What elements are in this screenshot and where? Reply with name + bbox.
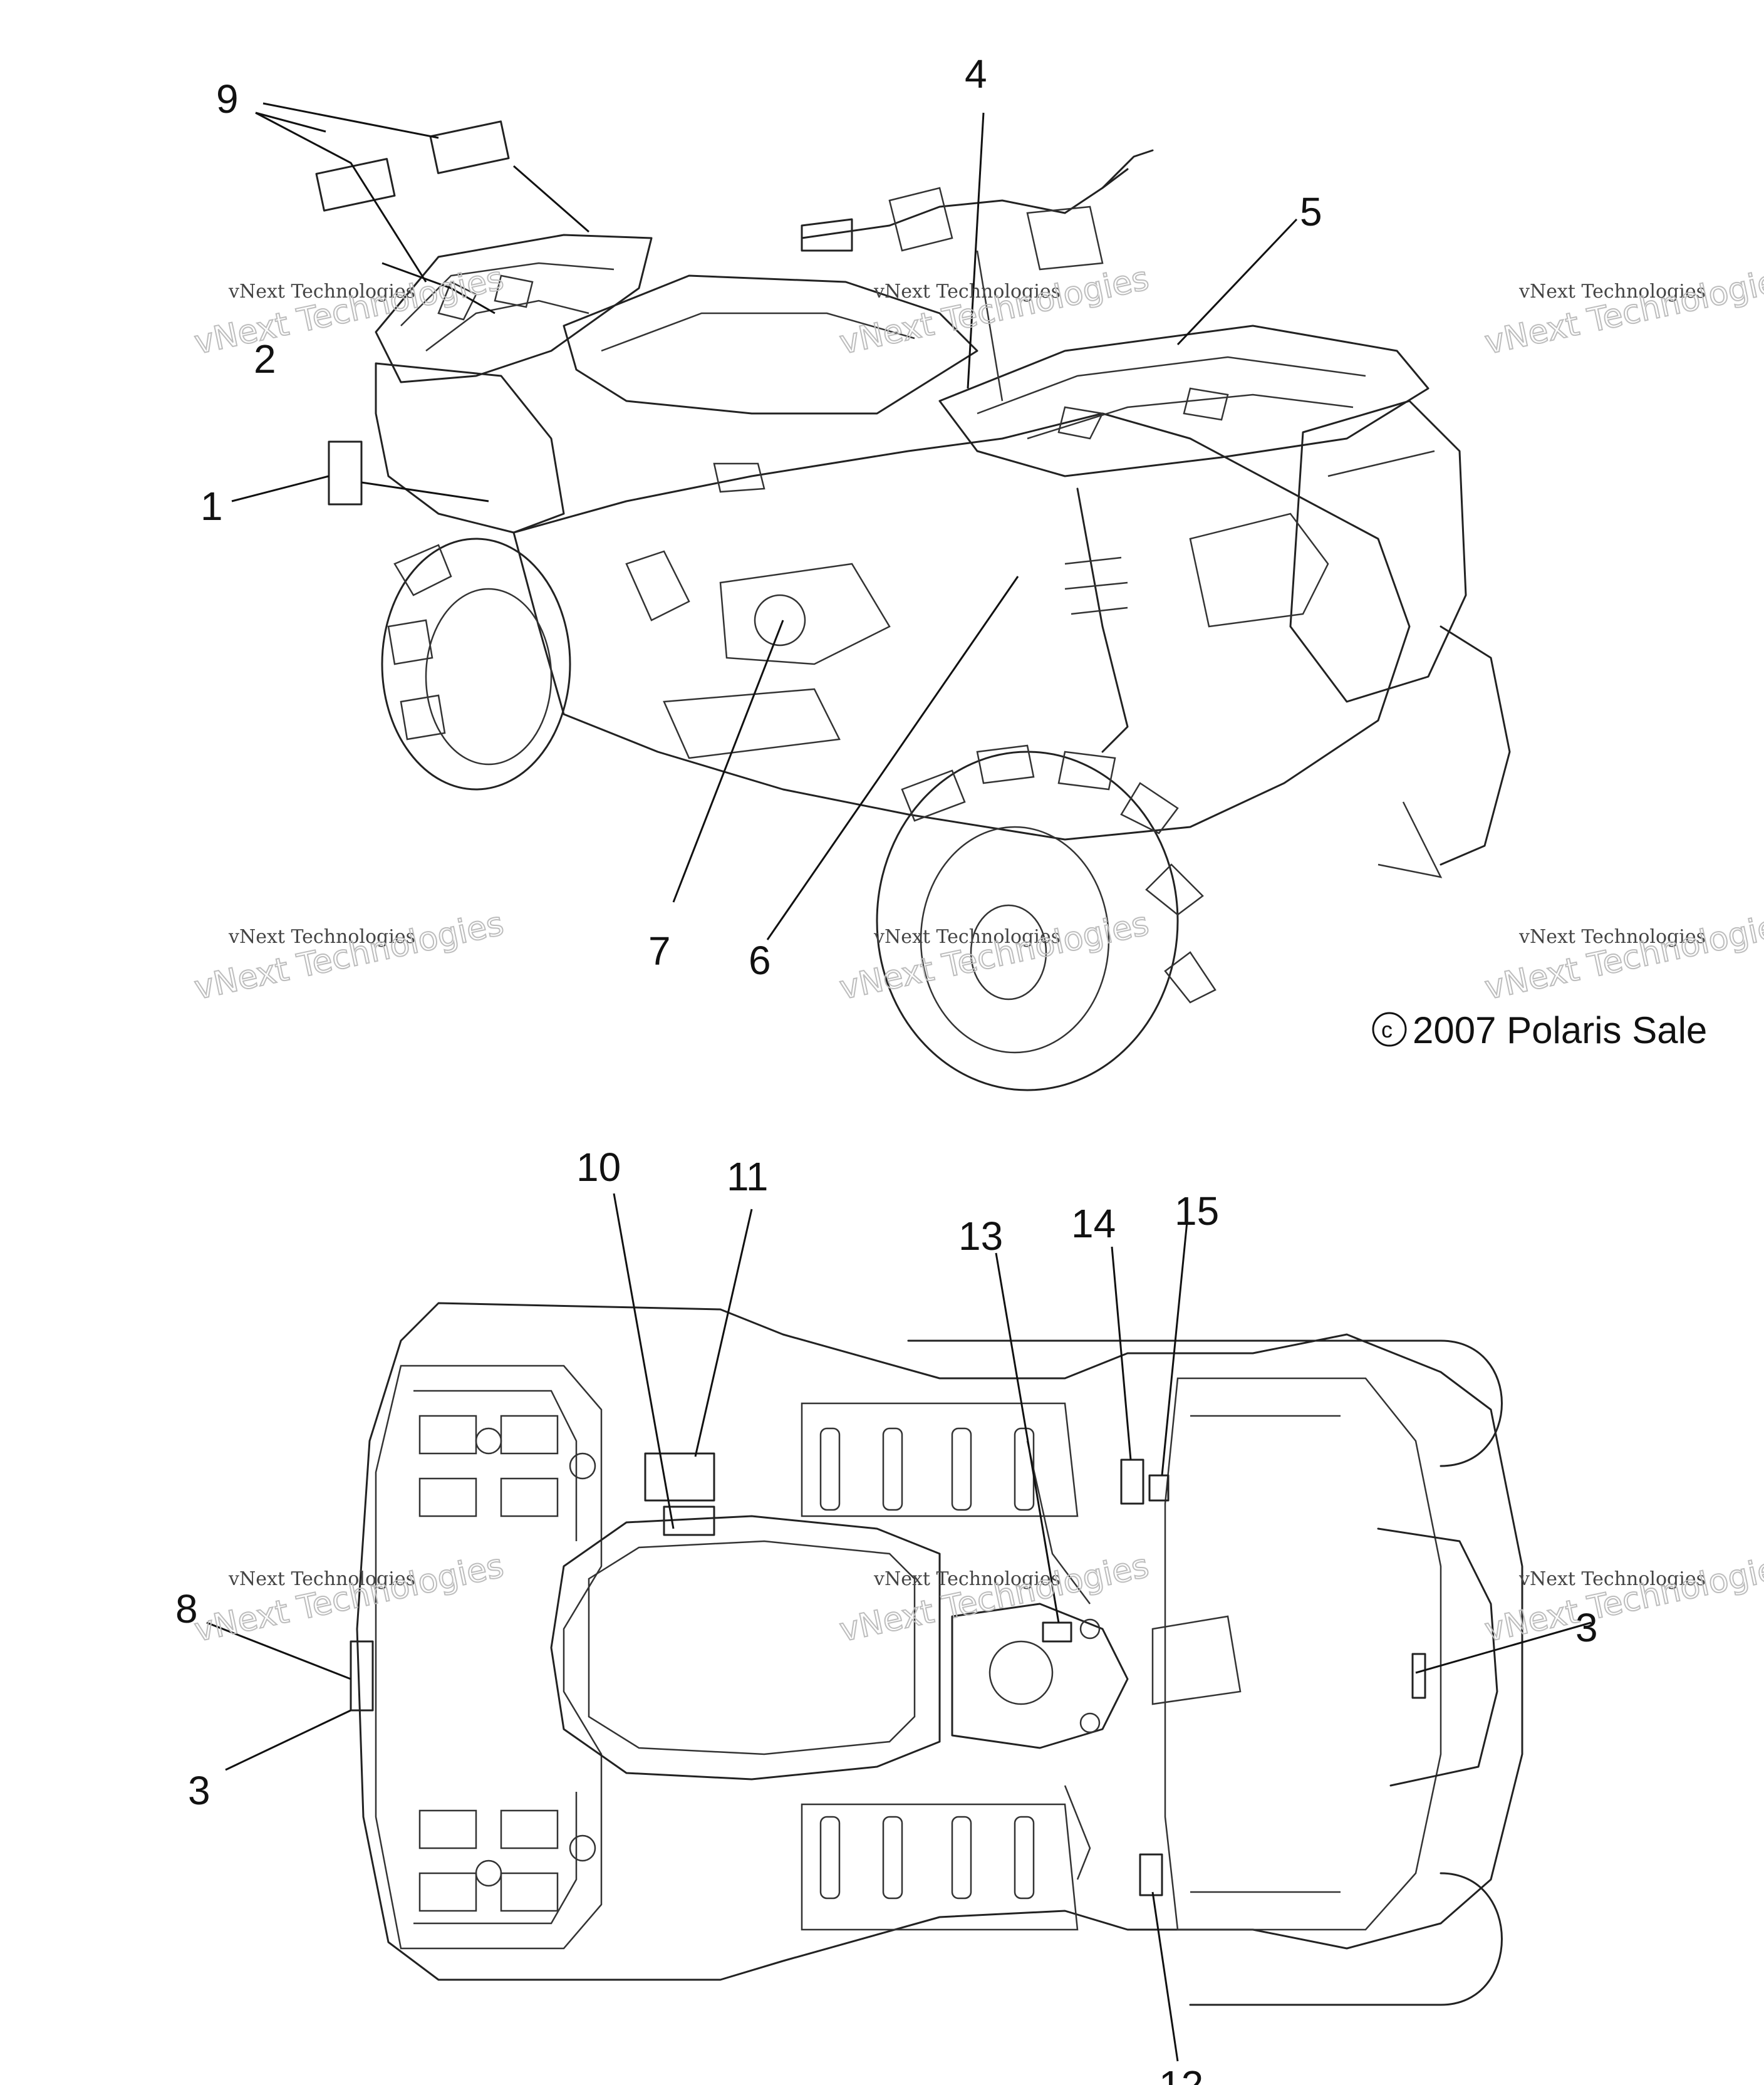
svg-text:vNext Technologies: vNext Technologies [1518, 926, 1706, 948]
copyright-text: 2007 Polaris Sale [1413, 1009, 1707, 1051]
svg-text:vNext Technologies: vNext Technologies [228, 926, 415, 948]
svg-text:vNext Technologies: vNext Technologies [191, 905, 507, 1007]
atv-perspective-view [231, 102, 1511, 1091]
callout-10: 10 [576, 1145, 621, 1190]
callout-3-left: 3 [188, 1768, 210, 1813]
callout-8: 8 [175, 1586, 198, 1631]
copyright-symbol: c [1381, 1017, 1393, 1042]
svg-text:vNext Technologies: vNext Technologies [873, 1568, 1061, 1590]
watermark-group: vNext Technologies vNext Technologies vN… [190, 259, 1764, 1650]
svg-text:vNext Technologies: vNext Technologies [836, 260, 1152, 362]
watermark: vNext Technologies vNext Technologies [1481, 259, 1764, 363]
svg-text:vNext Technologies: vNext Technologies [1481, 1547, 1764, 1650]
watermark: vNext Technologies vNext Technologies [1481, 905, 1764, 1008]
watermark: vNext Technologies vNext Technologies [836, 259, 1153, 363]
callout-5: 5 [1300, 189, 1322, 234]
callout-3-right: 3 [1575, 1605, 1598, 1650]
callout-11: 11 [727, 1154, 768, 1199]
watermark: vNext Technologies vNext Technologies [190, 905, 507, 1008]
callout-12: 12 [1159, 2062, 1203, 2085]
callout-1: 1 [200, 484, 223, 529]
callout-15: 15 [1175, 1188, 1219, 1234]
svg-text:vNext Technologies: vNext Technologies [1481, 260, 1764, 362]
watermark: vNext Technologies vNext Technologies [836, 905, 1153, 1008]
svg-text:vNext Technologies: vNext Technologies [191, 1547, 507, 1650]
callout-2: 2 [254, 336, 276, 382]
svg-text:vNext Technologies: vNext Technologies [836, 905, 1152, 1007]
watermark: vNext Technologies vNext Technologies [190, 1547, 507, 1650]
watermark: vNext Technologies vNext Technologies [1481, 1547, 1764, 1650]
svg-text:vNext Technologies: vNext Technologies [1518, 281, 1706, 303]
callout-7: 7 [648, 928, 671, 974]
callout-6: 6 [749, 938, 771, 983]
atv-top-view [206, 1193, 1592, 2062]
copyright-notice: c 2007 Polaris Sale [1372, 1009, 1707, 1051]
svg-text:vNext Technologies: vNext Technologies [1481, 905, 1764, 1007]
svg-text:vNext Technologies: vNext Technologies [873, 281, 1061, 303]
svg-text:vNext Technologies: vNext Technologies [228, 1568, 415, 1590]
callout-9: 9 [216, 76, 239, 122]
svg-text:vNext Technologies: vNext Technologies [228, 281, 415, 303]
svg-text:vNext Technologies: vNext Technologies [1518, 1568, 1706, 1590]
callout-labels: 9 4 5 2 1 7 6 10 11 13 14 15 8 3 3 12 [175, 51, 1598, 2085]
svg-text:vNext Technologies: vNext Technologies [191, 260, 507, 362]
callout-13: 13 [958, 1214, 1003, 1259]
callout-14: 14 [1071, 1201, 1116, 1246]
watermark: vNext Technologies vNext Technologies [190, 259, 507, 363]
svg-text:vNext Technologies: vNext Technologies [873, 926, 1061, 948]
callout-4: 4 [965, 51, 987, 96]
